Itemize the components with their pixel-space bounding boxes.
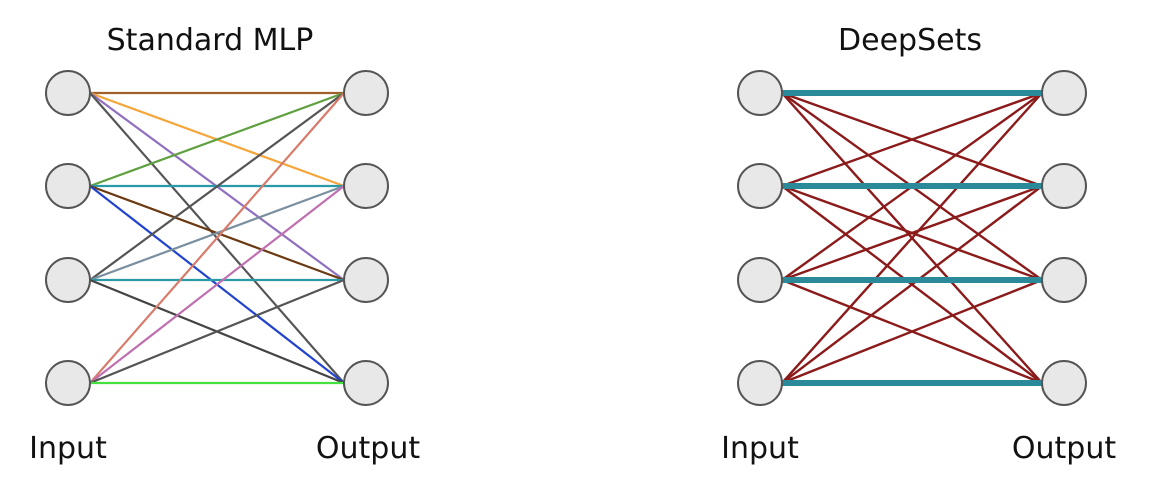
mlp-edge bbox=[89, 91, 345, 188]
mlp-output-label: Output bbox=[316, 431, 420, 466]
deepsets-input-label: Input bbox=[721, 431, 799, 466]
deepsets-cross-edge bbox=[781, 184, 1043, 282]
deepsets-cross-edge bbox=[781, 185, 1043, 384]
mlp-edge bbox=[89, 184, 345, 282]
deepsets-input-node bbox=[737, 163, 783, 209]
mlp-input-node bbox=[45, 163, 91, 209]
deepsets-input-node bbox=[737, 360, 783, 406]
mlp-nodes bbox=[45, 70, 389, 406]
mlp-output-node bbox=[343, 70, 389, 116]
mlp-edge bbox=[89, 278, 345, 385]
deepsets-input-node bbox=[737, 70, 783, 116]
deepsets-output-node bbox=[1041, 163, 1087, 209]
mlp-output-node bbox=[343, 257, 389, 303]
mlp-edge bbox=[89, 92, 345, 281]
mlp-input-node bbox=[45, 70, 91, 116]
deepsets-input-node bbox=[737, 257, 783, 303]
mlp-output-node bbox=[343, 163, 389, 209]
deepsets-cross-edge bbox=[781, 92, 1043, 384]
mlp-input-node bbox=[45, 257, 91, 303]
deepsets-output-label: Output bbox=[1012, 431, 1116, 466]
mlp-edge bbox=[89, 185, 345, 384]
deepsets-cross-edge bbox=[781, 278, 1043, 385]
deepsets-output-node bbox=[1041, 70, 1087, 116]
deepsets-title: DeepSets bbox=[838, 23, 982, 58]
mlp-input-node bbox=[45, 360, 91, 406]
deepsets-nodes bbox=[737, 70, 1087, 406]
deepsets-output-node bbox=[1041, 360, 1087, 406]
deepsets-output-node bbox=[1041, 257, 1087, 303]
mlp-output-node bbox=[343, 360, 389, 406]
mlp-edges bbox=[89, 91, 345, 385]
deepsets-cross-edge bbox=[781, 91, 1043, 188]
deepsets-panel: DeepSets Input Output bbox=[721, 23, 1116, 466]
deepsets-edges bbox=[781, 90, 1043, 386]
mlp-panel: Standard MLP Input Output bbox=[29, 23, 420, 466]
mlp-title: Standard MLP bbox=[107, 23, 314, 58]
mlp-input-label: Input bbox=[29, 431, 107, 466]
mlp-edge bbox=[89, 92, 345, 384]
